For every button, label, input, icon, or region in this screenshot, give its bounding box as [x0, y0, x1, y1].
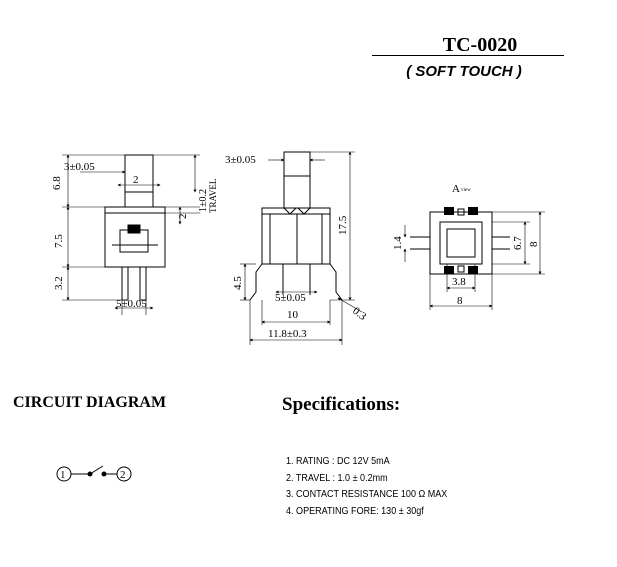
top-dim-bottom-outer: 8	[457, 295, 463, 307]
spec-travel: 2. TRAVEL : 1.0 ± 0.2mm	[286, 471, 388, 484]
front-view	[240, 151, 363, 345]
front-dim-diagonal: 0.3	[350, 305, 369, 323]
side-view	[62, 154, 200, 315]
front-dim-left: 4.5	[232, 276, 244, 290]
side-dim-top-pitch: 3±0.05	[64, 161, 95, 173]
specifications-list: 1. RATING : DC 12V 5mA 2. TRAVEL : 1.0 ±…	[286, 453, 474, 519]
front-dim-height: 17.5	[337, 215, 349, 235]
front-dim-inner-width: 10	[287, 309, 299, 321]
terminal-2-label: 2	[120, 469, 126, 481]
front-dim-outer-width: 11.8±0.3	[268, 328, 307, 340]
side-dim-right-small: 2	[177, 214, 189, 220]
top-dim-right-inner: 6.7	[512, 236, 524, 250]
model-subtitle: ( SOFT TOUCH )	[406, 63, 522, 80]
model-title: TC-0020	[442, 34, 518, 56]
terminal-1-label: 1	[60, 469, 66, 481]
top-view-label: A	[452, 183, 460, 195]
specifications-title: Specifications:	[282, 394, 401, 415]
top-view-label-sub: view	[461, 188, 471, 193]
side-dim-pin-pitch: 5±0.05	[116, 298, 147, 310]
front-dim-pin-pitch: 5±0.05	[275, 292, 306, 304]
spec-contact-resistance: 3. CONTACT RESISTANCE 100 Ω MAX	[286, 488, 448, 500]
side-dim-left-pins: 3.2	[53, 276, 65, 290]
side-dim-travel-label: TRAVEL	[208, 179, 218, 213]
spec-operating-force: 4. OPERATING FORE: 130 ± 30gf	[286, 504, 424, 517]
top-view	[403, 207, 545, 310]
top-dim-bottom-inner: 3.8	[452, 276, 466, 288]
side-dim-travel-value: 1±0.2	[198, 189, 209, 212]
side-dim-stem: 2	[133, 174, 139, 186]
top-dim-left: 1.4	[392, 236, 404, 250]
side-dim-left-top: 6.8	[51, 176, 63, 190]
front-dim-top: 3±0.05	[225, 154, 256, 166]
circuit-diagram-title: CIRCUIT DIAGRAM	[13, 394, 167, 411]
side-dim-left-body: 7.5	[53, 234, 65, 248]
top-dim-right-outer: 8	[528, 241, 540, 247]
title-underline	[372, 55, 564, 56]
switch-symbol	[56, 465, 132, 482]
spec-rating: 1. RATING : DC 12V 5mA	[286, 455, 390, 467]
